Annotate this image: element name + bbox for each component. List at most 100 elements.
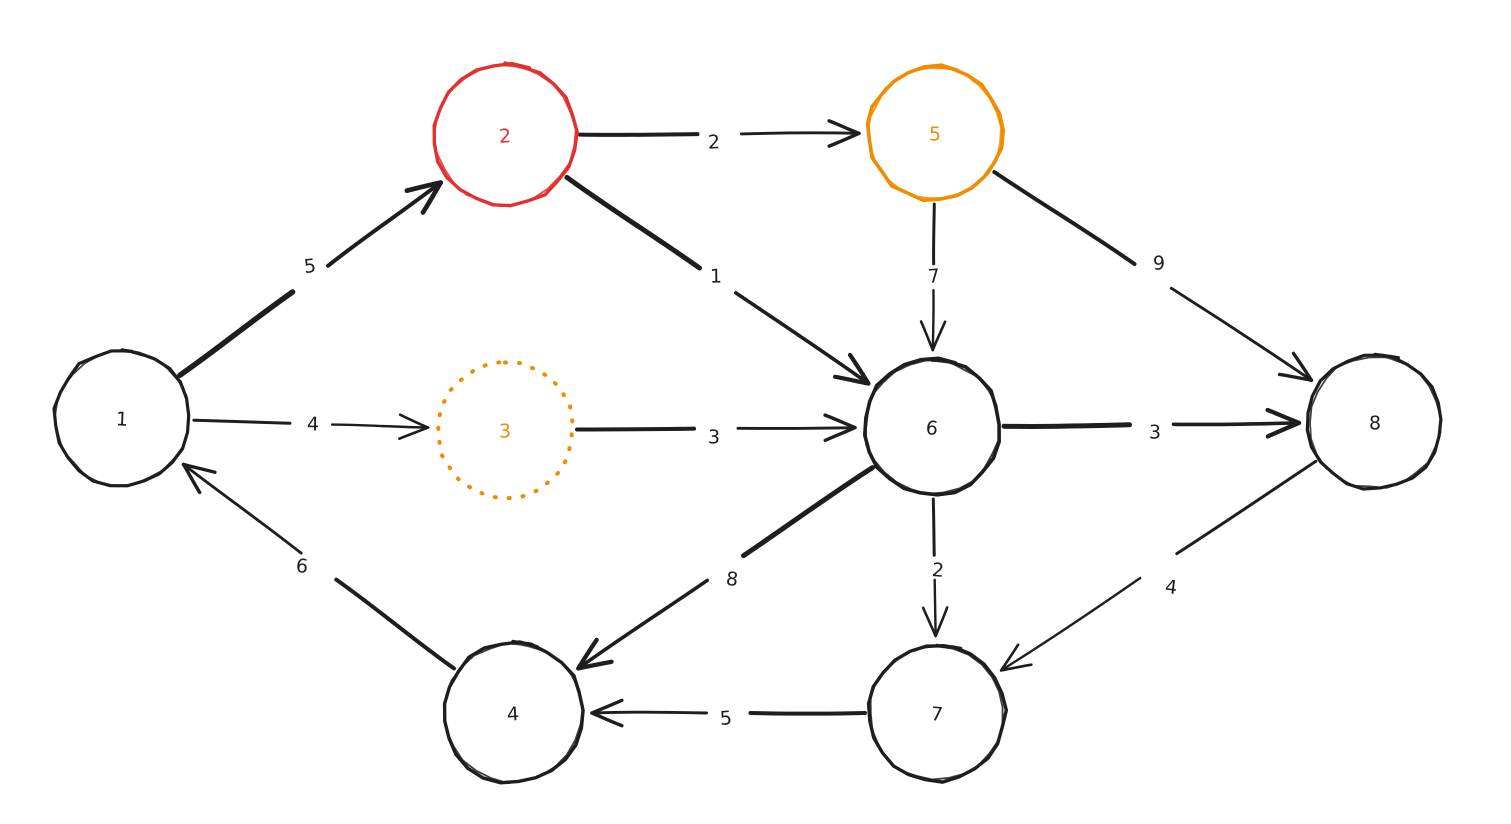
graph-edge[interactable]: 6 [181,462,456,671]
node-outline-overstroke [432,62,577,208]
graph-node-1[interactable]: 1 [52,348,191,488]
arrow-head-icon [847,352,871,386]
node-label: 6 [925,417,939,440]
node-fill [868,66,1002,200]
arrow-head-icon [832,374,871,386]
edge-line [177,289,296,378]
graph-node-8[interactable]: 8 [1305,352,1443,491]
edge-line [741,465,876,559]
graph-edge[interactable]: 9 [992,169,1314,382]
edge-weight-label: 5 [719,707,733,730]
edges-layer: 5 4 2 1 3 7 9 3 8 2 5 4 6 [177,119,1318,730]
edge-line [576,578,710,671]
arrow-head-icon [999,643,1020,672]
graph-edge[interactable]: 4 [192,413,430,440]
graph-edge[interactable]: 5 [590,698,867,730]
node-outline-dotted [435,359,575,501]
edge-weight-label: 2 [708,131,721,153]
graph-edge[interactable]: 2 [921,497,949,638]
graph-edge[interactable]: 5 [177,180,443,378]
edge-line [578,132,700,137]
edge-line [931,288,935,352]
edge-line [590,710,708,715]
edge-line [182,462,303,555]
graph-node-2[interactable]: 2 [432,61,579,208]
node-outline-overstroke [53,349,190,488]
arrow-head-icon [1265,407,1302,425]
edge-weight-label: 3 [1149,421,1161,443]
arrow-head-icon [999,663,1033,672]
arrow-head-icon [827,119,861,136]
edge-weight-label: 7 [927,265,941,288]
graph-edge[interactable]: 1 [564,174,871,386]
edge-weight-label: 4 [1164,576,1179,599]
edge-line [334,577,456,671]
node-outline [1305,352,1443,491]
arrow-head-icon [823,425,857,443]
graph-node-6[interactable]: 6 [862,356,1001,497]
arrow-head-icon [934,606,949,638]
edge-weight-label: 5 [303,255,317,278]
arrow-head-icon [827,131,861,148]
graph-edge[interactable]: 7 [919,202,947,352]
arrow-head-icon [919,320,935,352]
graph-edge[interactable]: 3 [1001,407,1302,444]
edge-weight-label: 1 [710,265,722,287]
node-fill [864,359,1000,495]
node-fill [443,643,583,783]
node-label: 1 [115,408,128,431]
graph-edge[interactable]: 3 [575,413,857,449]
edge-line [1169,286,1313,382]
graph-edge[interactable]: 4 [999,459,1318,672]
node-outline-overstroke [865,358,1001,495]
arrow-head-icon [398,426,430,440]
edge-line [326,180,443,268]
node-label: 8 [1369,412,1381,434]
nodes-layer: 1 2 3 4 5 6 7 8 [52,61,1443,785]
edge-line [564,174,703,271]
arrow-head-icon [404,180,443,194]
graph-edge[interactable]: 2 [578,119,861,154]
arrow-head-icon [576,659,614,671]
arrow-head-icon [181,462,202,495]
node-fill [54,350,190,486]
edge-line [192,418,292,425]
edge-line [1171,421,1301,427]
node-fill [437,362,573,498]
arrow-head-icon [590,698,624,715]
node-label: 5 [929,123,941,145]
node-fill [1308,355,1442,489]
graph-node-4[interactable]: 4 [442,639,585,785]
arrow-head-icon [1291,351,1314,382]
edge-line [330,423,430,429]
edge-line [931,497,936,557]
edge-line [748,711,867,716]
node-fill [434,64,576,206]
graph-node-5[interactable]: 5 [865,63,1006,203]
arrow-head-icon [921,606,937,638]
edge-weight-label: 3 [708,426,721,448]
node-outline-overstroke [1309,353,1442,489]
edge-line [932,202,936,266]
node-label: 2 [499,125,512,148]
edge-line [734,291,871,386]
edge-weight-label: 2 [931,559,945,582]
arrow-head-icon [931,320,947,352]
node-outline-overstroke [866,67,1003,200]
node-outline-overstroke [443,642,584,785]
node-outline-overstroke [869,644,1004,781]
edge-weight-label: 8 [725,568,740,591]
edge-line [933,578,937,638]
graph-node-7[interactable]: 7 [866,643,1009,784]
edge-line [575,426,696,432]
edge-line [736,426,857,430]
edge-weight-label: 4 [307,413,319,435]
node-label: 3 [499,420,511,442]
arrow-head-icon [823,413,857,430]
edge-line [1175,459,1318,556]
arrow-head-icon [590,711,624,728]
graph-node-3[interactable]: 3 [435,359,575,501]
graph-edge[interactable]: 8 [576,465,876,671]
